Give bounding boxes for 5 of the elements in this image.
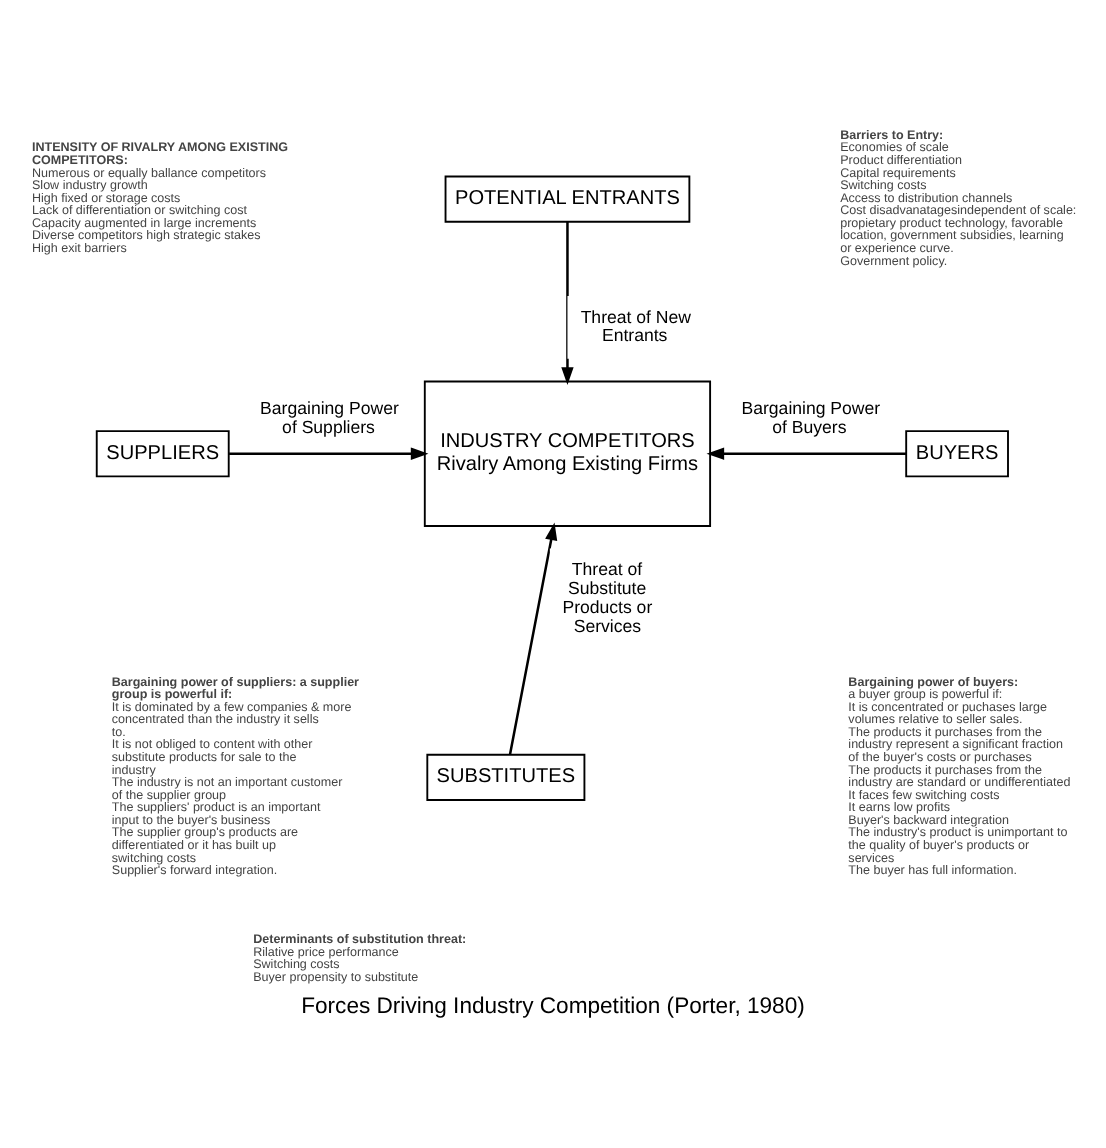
edge-label: Threat of New Entrants xyxy=(580,305,691,345)
edge-label: Bargaining Power of Buyers xyxy=(741,396,881,436)
edge-label: Threat of Substitute Products or Services xyxy=(562,558,653,635)
edge-label: Bargaining Power of Suppliers xyxy=(260,396,399,436)
caption: Forces Driving Industry Competition (Porter, 1980) xyxy=(301,993,805,1018)
